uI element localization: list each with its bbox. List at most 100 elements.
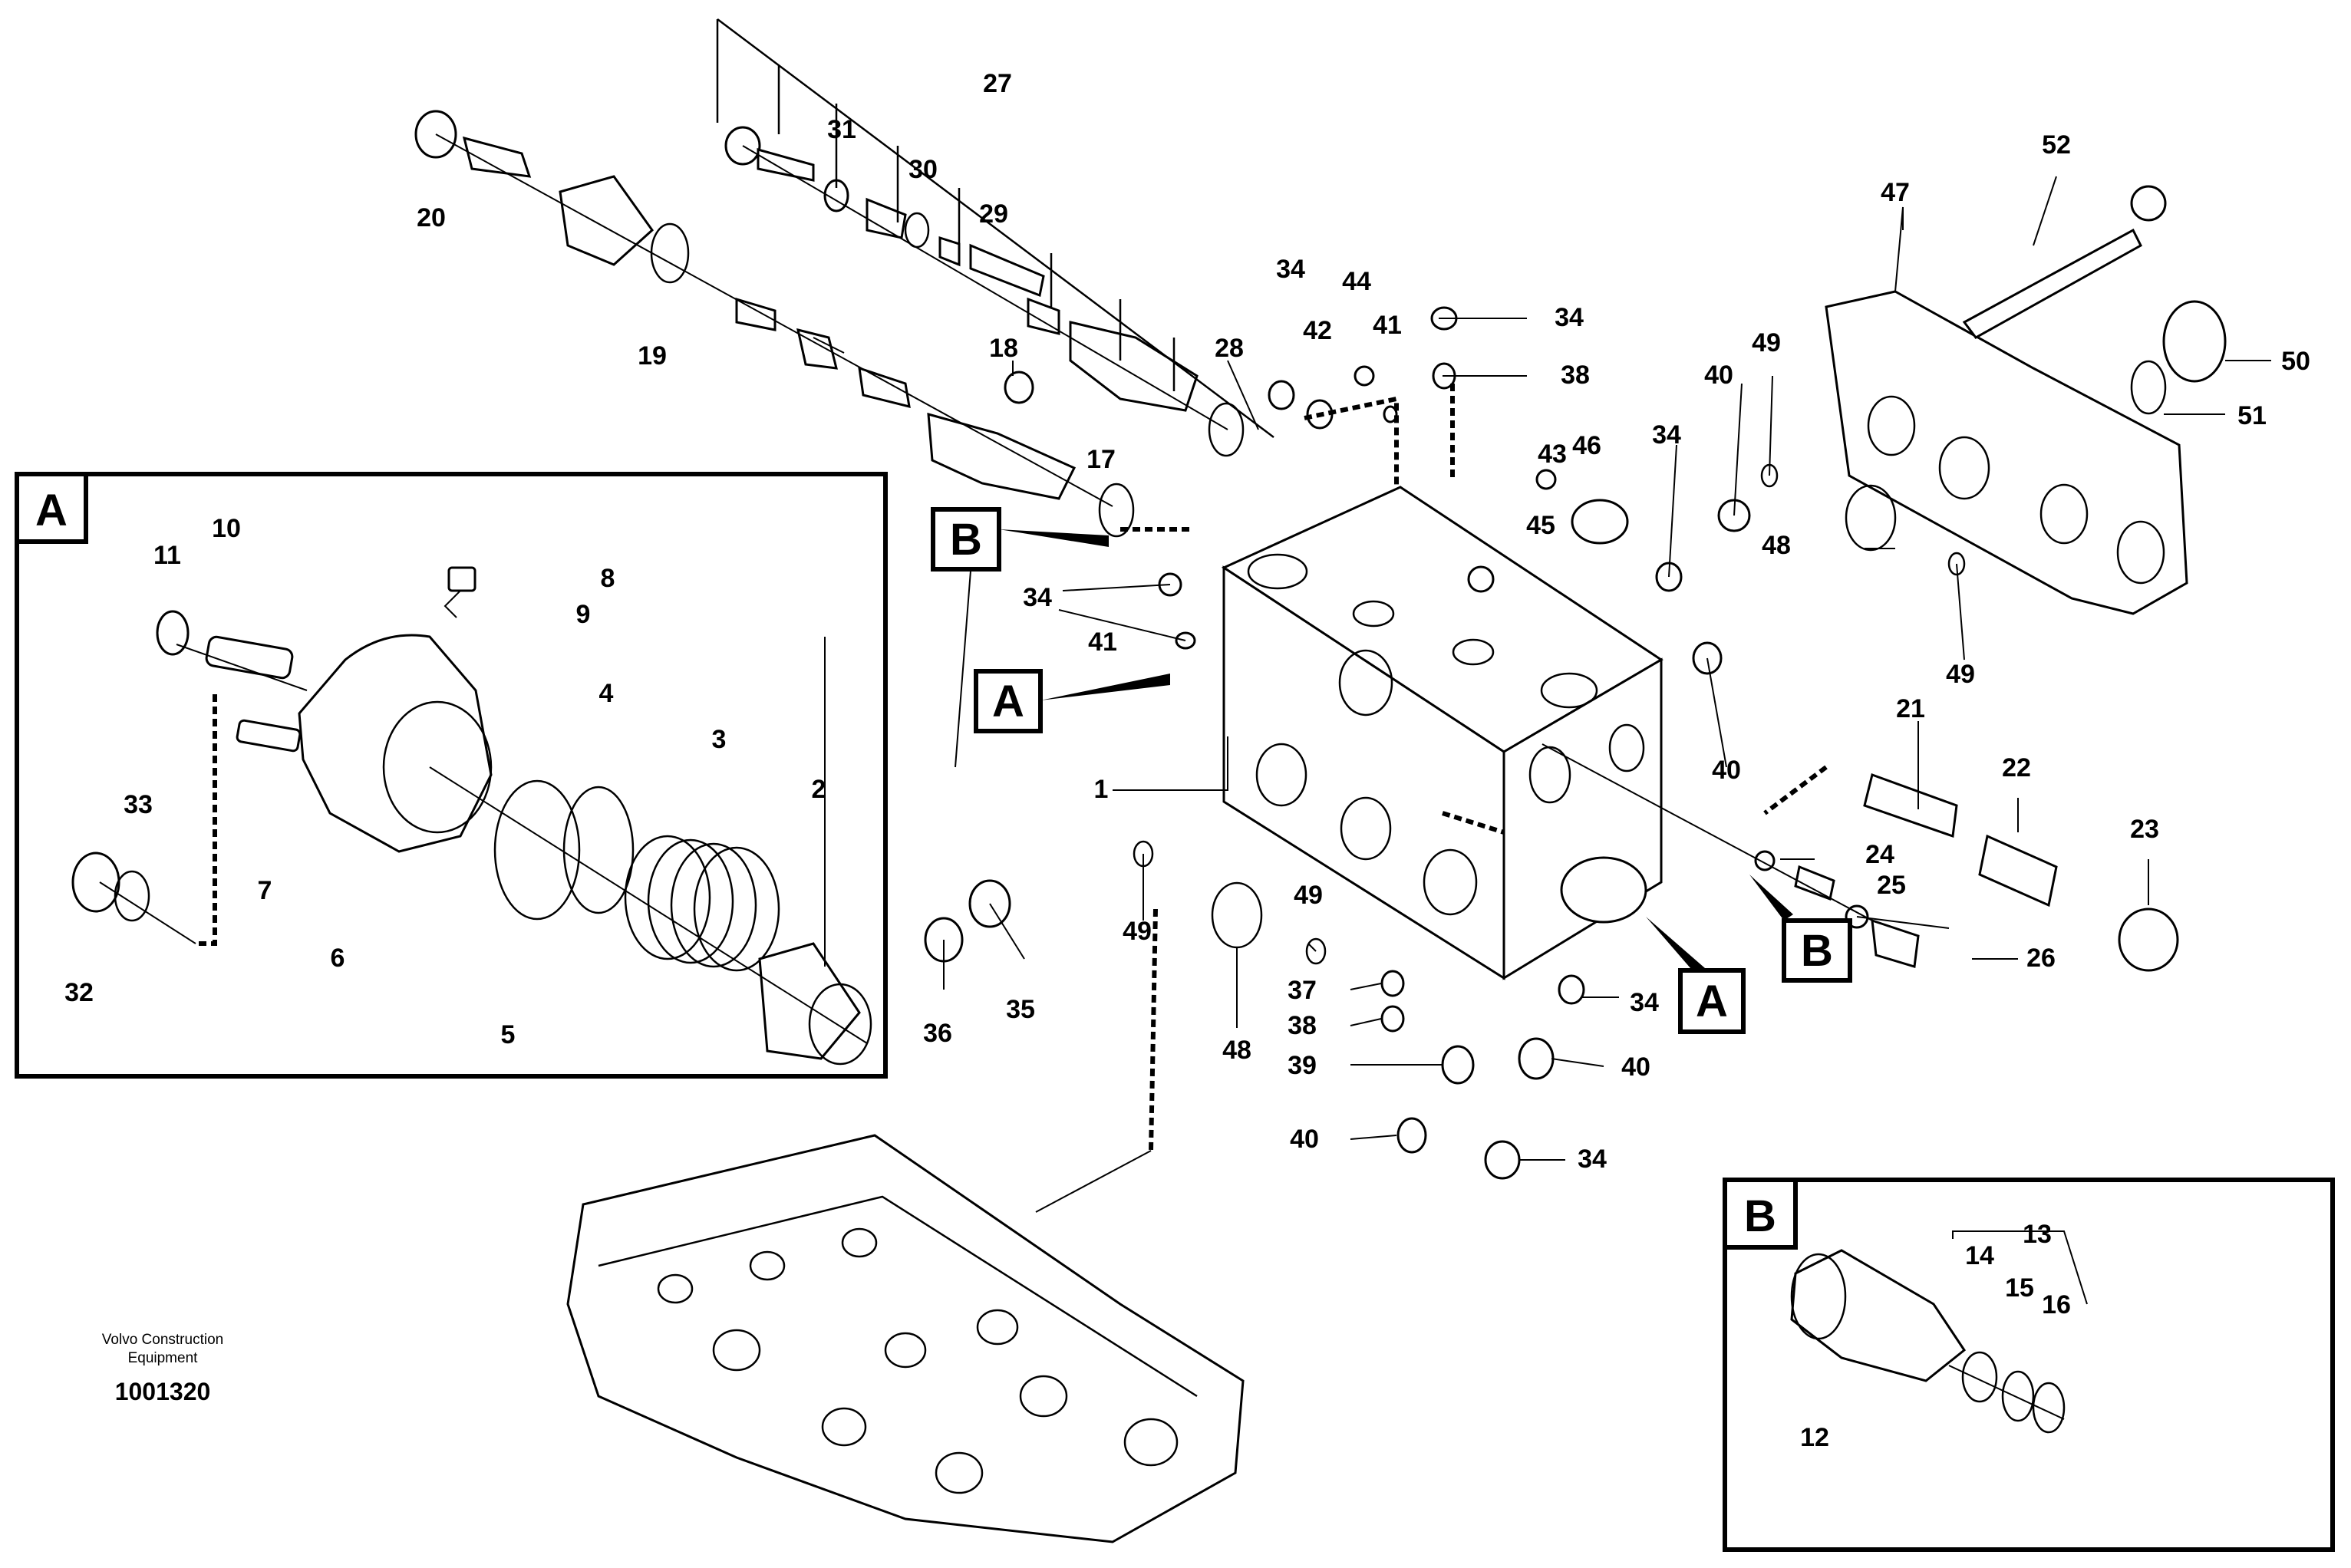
callout-34-a: 34 — [1276, 255, 1305, 284]
callout-27: 27 — [983, 69, 1012, 98]
callout-34-d: 34 — [1023, 583, 1052, 612]
callout-50: 50 — [2281, 347, 2310, 376]
bracket-13 — [1952, 1230, 2088, 1305]
ring-49b-part — [1947, 552, 1966, 576]
callout-4: 4 — [599, 679, 614, 708]
tag-a2-pointer — [1646, 917, 1705, 974]
bracket-27 — [716, 18, 1274, 438]
tag-a-2 — [1678, 968, 1746, 1034]
control-valve-overview — [566, 1134, 1245, 1543]
plug-50-part — [2162, 300, 2227, 383]
callout-40-d: 40 — [1290, 1125, 1319, 1154]
tag-b-1 — [931, 507, 1001, 572]
ring-28-part — [1208, 402, 1245, 457]
callout-49-b: 49 — [1946, 660, 1975, 689]
callout-38-a: 38 — [1561, 361, 1590, 390]
detail-a-dashed-link — [196, 694, 217, 946]
callout-41-b: 41 — [1088, 628, 1117, 657]
spring-stack-right — [1542, 743, 2179, 972]
callout-34-b: 34 — [1555, 303, 1584, 332]
callout-48-b: 48 — [1222, 1036, 1251, 1065]
callout-10: 10 — [212, 514, 241, 543]
callout-40-b: 40 — [1712, 756, 1741, 785]
ring-17-part — [1098, 483, 1135, 538]
callout-44: 44 — [1342, 267, 1371, 296]
tag-b-2 — [1782, 918, 1852, 983]
leader-lines — [813, 176, 2271, 1213]
ring-30-part — [904, 212, 930, 249]
poppet-part — [927, 412, 1077, 500]
callout-26: 26 — [2026, 944, 2056, 973]
side-cover-part — [1825, 290, 2188, 615]
tag-b2-pointer — [1749, 875, 1793, 921]
callout-30: 30 — [908, 155, 938, 184]
callout-45: 45 — [1526, 511, 1555, 540]
sleeve-end — [808, 983, 872, 1066]
ring-33-part — [114, 870, 150, 922]
detail-a-frame — [15, 472, 888, 1079]
callout-35: 35 — [1006, 995, 1035, 1024]
plug-23-part — [2118, 908, 2179, 972]
detail-a-axis — [429, 766, 868, 1044]
callout-49-d: 49 — [1294, 881, 1323, 910]
callout-49-a: 49 — [1752, 328, 1781, 357]
callout-46: 46 — [1572, 431, 1601, 460]
ring-14-part — [1961, 1351, 1998, 1403]
plug-32-part — [71, 852, 120, 913]
callout-39: 39 — [1288, 1051, 1317, 1080]
bushing-18-part — [1004, 371, 1034, 404]
callout-29: 29 — [979, 199, 1008, 229]
callout-51: 51 — [2237, 401, 2267, 430]
relief-housing-part — [298, 634, 493, 853]
ring-51-part — [2130, 360, 2167, 415]
tag-a1-pointer — [1040, 674, 1170, 700]
detail-a-tag — [15, 472, 88, 544]
control-valve-body — [566, 1134, 1245, 1543]
callout-47: 47 — [1881, 178, 1910, 207]
callout-6: 6 — [331, 944, 345, 973]
callout-15: 15 — [2005, 1273, 2034, 1303]
callout-3: 3 — [712, 725, 727, 754]
housing-bore — [382, 700, 493, 834]
tag-b-1-letter: B — [950, 515, 982, 565]
callout-2: 2 — [812, 775, 826, 804]
callout-20: 20 — [417, 203, 446, 232]
callout-21: 21 — [1896, 694, 1925, 723]
ring-15-part — [2001, 1370, 2035, 1422]
callout-13: 13 — [2023, 1220, 2052, 1249]
ring-19-part — [650, 222, 690, 284]
callout-24: 24 — [1865, 840, 1894, 869]
tag-b-2-letter: B — [1801, 926, 1833, 976]
tag-a-1-letter: A — [992, 677, 1024, 726]
callout-12: 12 — [1800, 1423, 1829, 1452]
spring-22-part — [1978, 834, 2058, 908]
callout-37: 37 — [1288, 976, 1317, 1005]
ring-16-part — [2032, 1382, 2066, 1434]
callout-28: 28 — [1215, 334, 1244, 363]
sleeve-part — [758, 942, 861, 1060]
bolt-52-part — [1962, 228, 2142, 339]
bolt-52-head — [2130, 185, 2167, 222]
callout-numbers: 1 2 3 4 5 6 7 8 9 10 11 12 13 14 15 16 1… — [64, 69, 2310, 1452]
callout-19: 19 — [638, 341, 667, 371]
ring-48-part — [1845, 484, 1897, 552]
callout-22: 22 — [2002, 753, 2031, 782]
drawing-number: 1001320 — [115, 1378, 211, 1405]
nut-part — [156, 610, 190, 656]
detail-b-frame — [1723, 1178, 2335, 1552]
callout-34-c: 34 — [1652, 420, 1681, 450]
o-ring-4-part — [562, 786, 635, 914]
plug-26-part — [1871, 918, 1920, 968]
detail-b-letter: B — [1744, 1191, 1776, 1241]
tag-a-1 — [974, 669, 1043, 733]
callout-48-a: 48 — [1762, 531, 1791, 560]
callout-9: 9 — [576, 600, 591, 629]
callout-25: 25 — [1877, 871, 1906, 900]
callout-14: 14 — [1965, 1241, 1994, 1270]
plug-part — [447, 566, 476, 592]
callout-36: 36 — [923, 1019, 952, 1048]
callout-52: 52 — [2042, 130, 2071, 160]
callout-1: 1 — [1094, 775, 1109, 804]
callout-41-a: 41 — [1373, 311, 1402, 340]
check-valve-head — [1790, 1253, 1847, 1340]
